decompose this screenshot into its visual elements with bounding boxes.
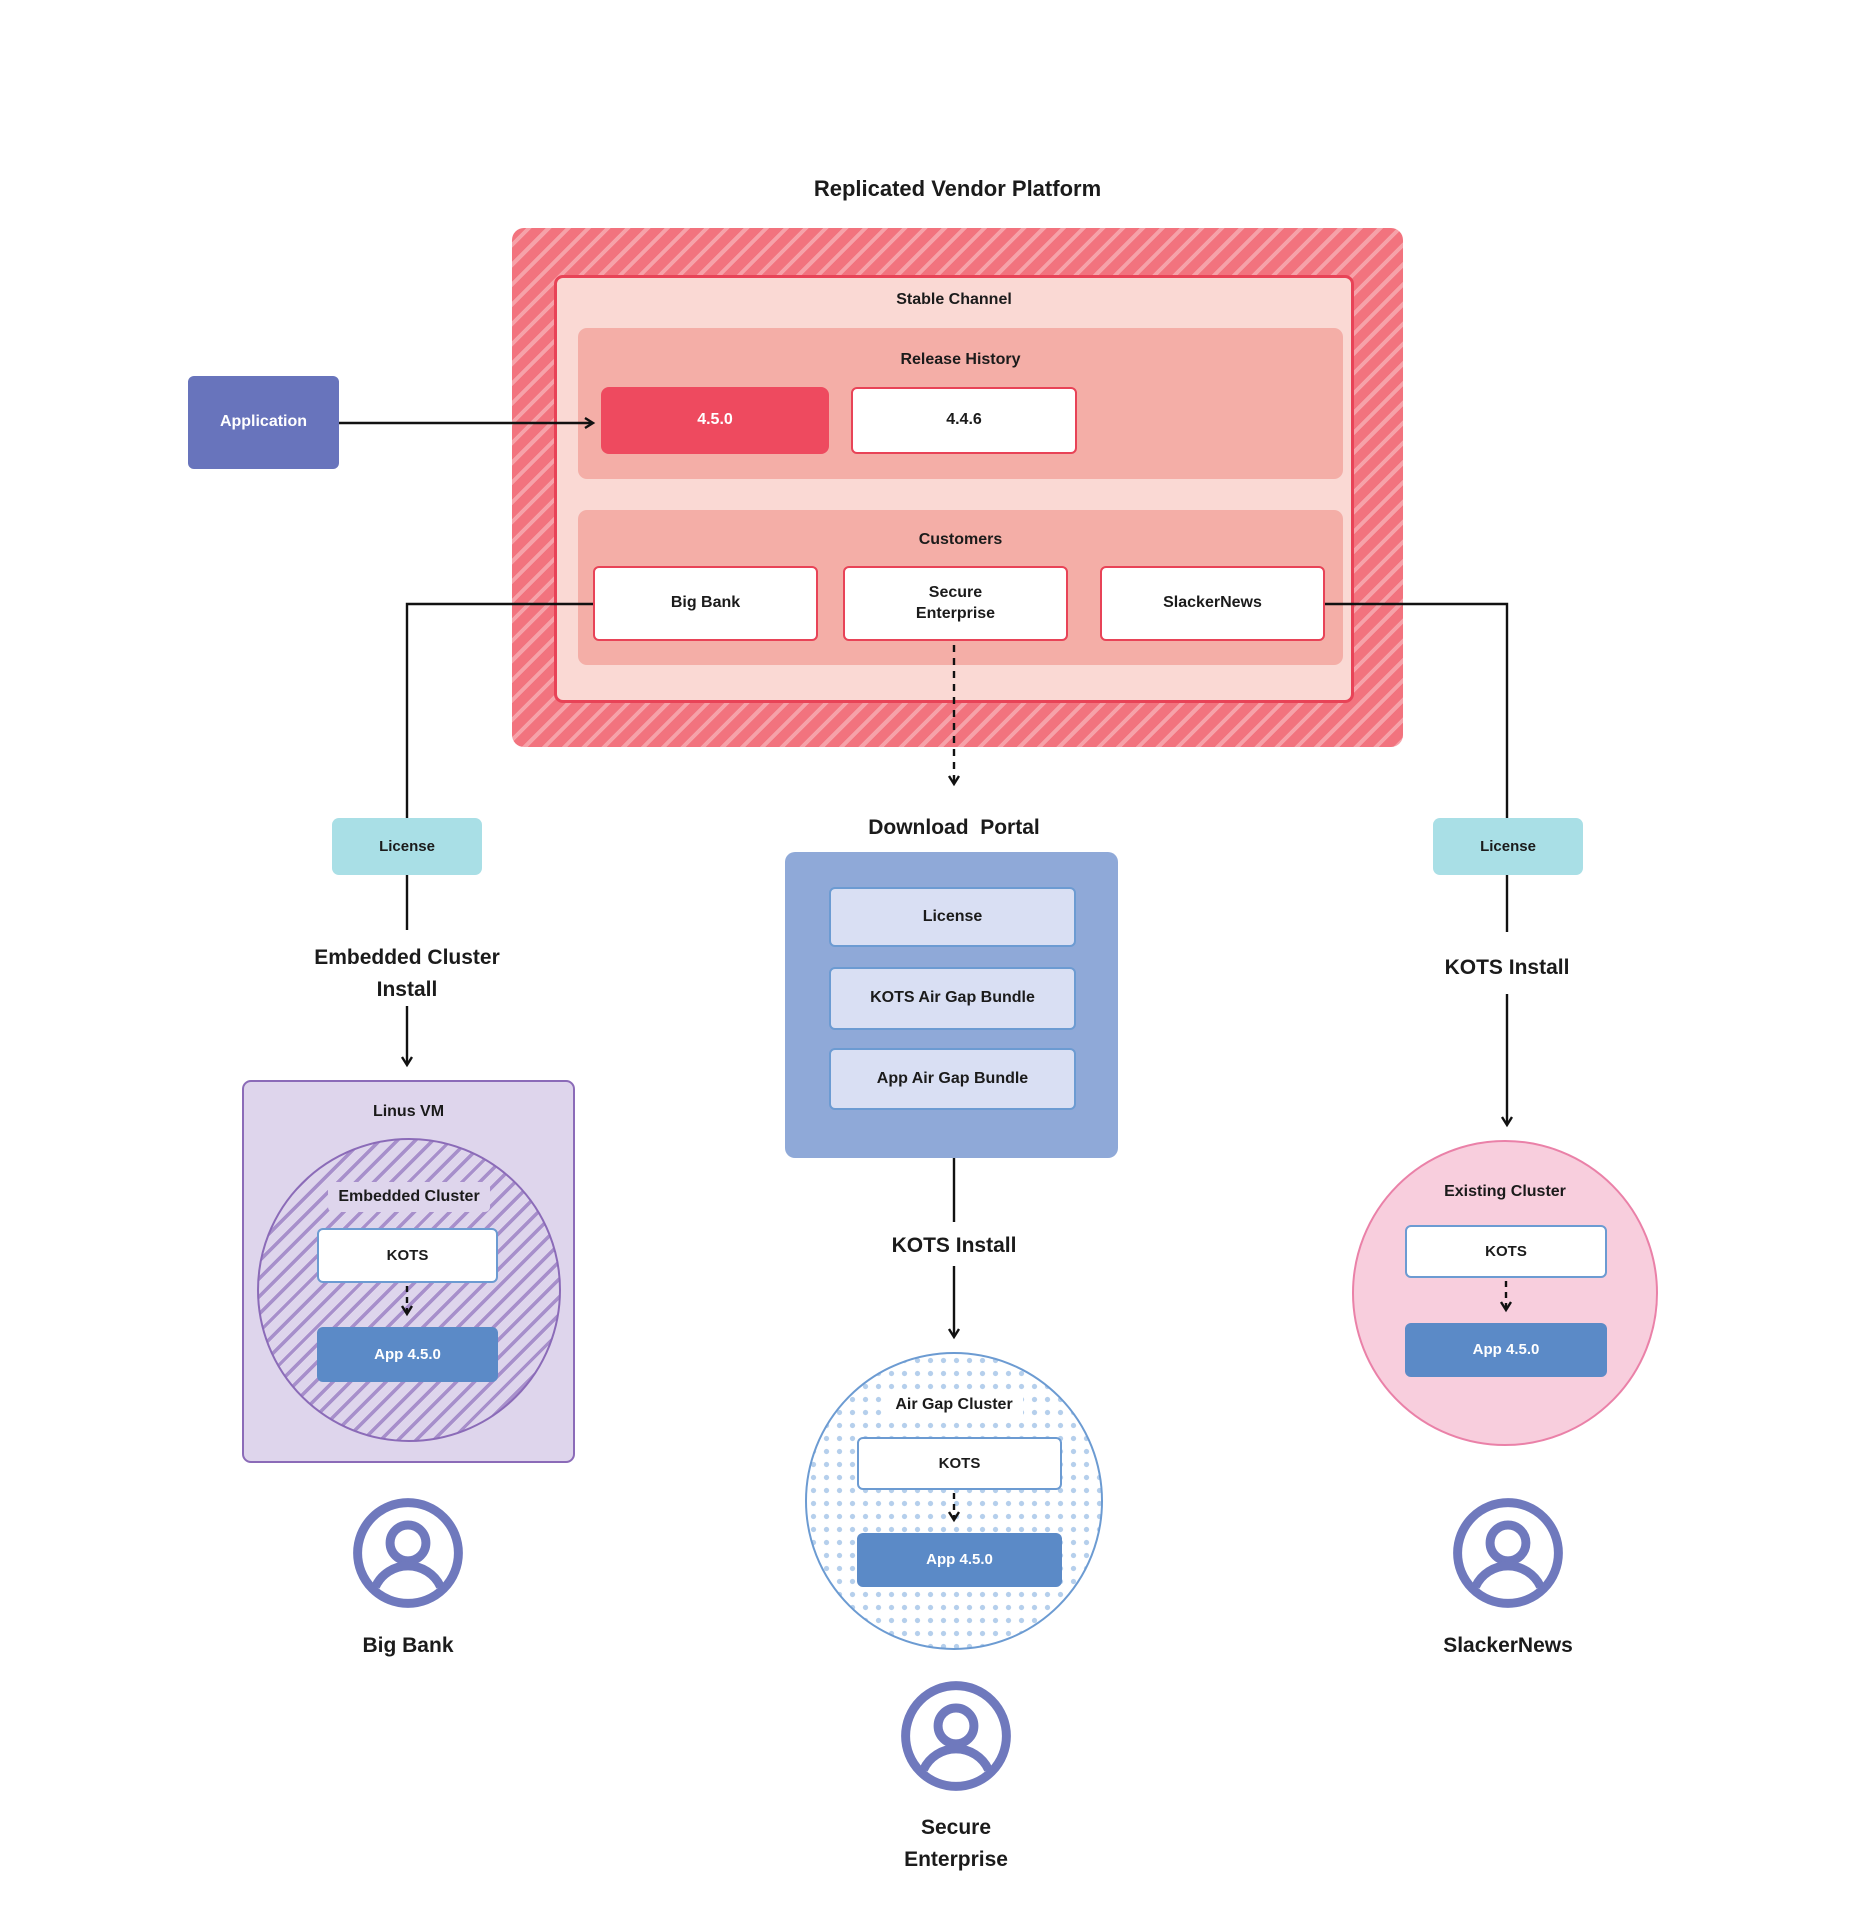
portal-license-item: License: [829, 887, 1076, 947]
linus-vm-label: Linus VM: [372, 1103, 445, 1120]
stable-channel-label: Stable Channel: [896, 291, 1012, 308]
application-node: Application: [188, 376, 339, 469]
right-customer-name: SlackerNews: [1443, 1634, 1573, 1657]
right-app-node: App 4.5.0: [1405, 1323, 1607, 1377]
person-icon-head: [385, 1520, 431, 1566]
right-license-node: License: [1433, 818, 1583, 875]
person-icon: [353, 1498, 463, 1608]
person-icon-head: [1485, 1520, 1531, 1566]
right-kots-node: KOTS: [1405, 1225, 1607, 1278]
left-app-node: App 4.5.0: [317, 1327, 498, 1382]
middle-customer-name: Secure Enterprise: [904, 1816, 1008, 1871]
person-icon-head: [933, 1703, 979, 1749]
person-icon-shoulders: [919, 1744, 993, 1772]
right-install-method-label: KOTS Install: [1444, 956, 1570, 979]
person-icon: [1453, 1498, 1563, 1608]
embedded-cluster-label: Embedded Cluster: [328, 1182, 490, 1212]
customer-secure-enterprise: Secure Enterprise: [843, 566, 1068, 641]
page-title: Replicated Vendor Platform: [813, 176, 1102, 201]
middle-app-node: App 4.5.0: [857, 1533, 1062, 1587]
release-4-4-6: 4.4.6: [851, 387, 1077, 454]
embedded-cluster-label-wrap: Embedded Cluster: [257, 1182, 561, 1212]
person-icon: [901, 1681, 1011, 1791]
middle-install-method-label: KOTS Install: [891, 1234, 1017, 1257]
person-icon-shoulders: [1471, 1561, 1545, 1589]
left-install-method-label: Embedded Cluster Install: [314, 946, 500, 1001]
person-icon-shoulders: [371, 1561, 445, 1589]
middle-kots-node: KOTS: [857, 1437, 1062, 1490]
release-4-5-0: 4.5.0: [601, 387, 829, 454]
existing-cluster-label: Existing Cluster: [1444, 1183, 1566, 1200]
person-icon-body: [353, 1498, 463, 1608]
portal-app-bundle-item: App Air Gap Bundle: [829, 1048, 1076, 1110]
air-gap-cluster-label: Air Gap Cluster: [885, 1390, 1023, 1420]
portal-kots-bundle-item: KOTS Air Gap Bundle: [829, 967, 1076, 1030]
release-history-label: Release History: [900, 351, 1021, 368]
customer-slackernews: SlackerNews: [1100, 566, 1325, 641]
left-kots-node: KOTS: [317, 1228, 498, 1283]
download-portal-title: Download Portal: [868, 816, 1040, 839]
left-customer-name: Big Bank: [362, 1634, 454, 1657]
air-gap-cluster-label-wrap: Air Gap Cluster: [805, 1390, 1103, 1420]
customers-label: Customers: [918, 531, 1003, 548]
left-license-node: License: [332, 818, 482, 875]
person-icon-body: [901, 1681, 1011, 1791]
person-icon-body: [1453, 1498, 1563, 1608]
customer-big-bank: Big Bank: [593, 566, 818, 641]
